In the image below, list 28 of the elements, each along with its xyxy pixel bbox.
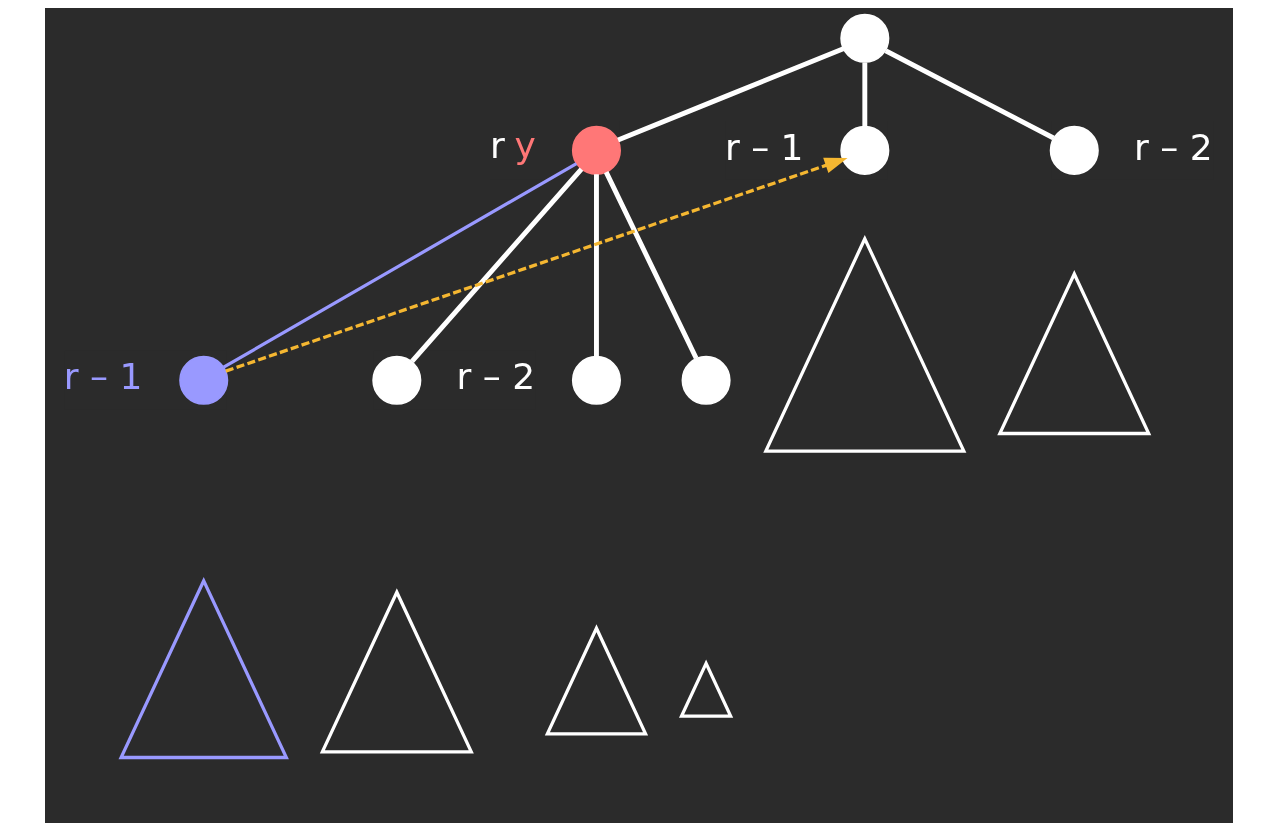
node-triangle	[319, 588, 474, 754]
node-triangle	[544, 624, 648, 736]
node-label: y	[514, 124, 536, 166]
node-circle	[178, 355, 228, 405]
connector	[884, 48, 1055, 141]
connector	[616, 46, 844, 143]
connector	[222, 162, 577, 369]
connector	[861, 62, 867, 127]
node-label: r – 2	[1133, 126, 1213, 168]
node-circle	[571, 125, 621, 175]
node-circle	[839, 13, 889, 63]
node-label: r – 1	[724, 126, 803, 168]
node-circle	[681, 355, 731, 405]
connector	[409, 167, 583, 364]
node-triangle	[678, 659, 733, 718]
node-triangle	[762, 234, 966, 453]
node-circle	[571, 355, 621, 405]
node-circle	[371, 355, 421, 405]
node-label: r – 1	[63, 356, 142, 398]
node-label: r – 2	[456, 356, 535, 398]
node-triangle	[996, 270, 1151, 436]
node-label: r	[489, 124, 505, 166]
node-triangle	[118, 576, 289, 760]
arrow	[224, 157, 847, 373]
connector	[593, 174, 599, 357]
connector	[603, 171, 698, 360]
node-circle	[1049, 125, 1099, 175]
node-circle	[839, 125, 889, 175]
